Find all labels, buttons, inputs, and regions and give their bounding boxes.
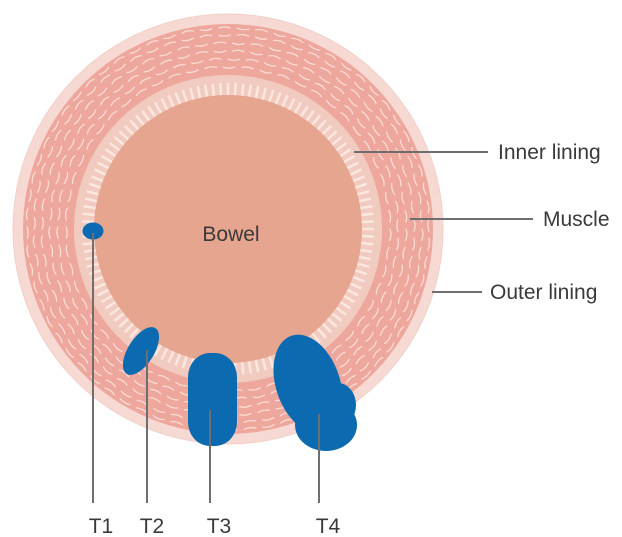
muscle-label: Muscle bbox=[543, 208, 610, 231]
bowel-label: Bowel bbox=[202, 223, 259, 246]
stage-label-t4: T4 bbox=[316, 515, 341, 537]
stage-label-t2: T2 bbox=[140, 515, 165, 537]
inner-lining-label: Inner lining bbox=[498, 141, 601, 164]
outer-lining-label: Outer lining bbox=[490, 281, 597, 304]
stage-label-t1: T1 bbox=[89, 515, 114, 537]
stage-label-t3: T3 bbox=[207, 515, 232, 537]
tumour-t3 bbox=[188, 353, 237, 446]
